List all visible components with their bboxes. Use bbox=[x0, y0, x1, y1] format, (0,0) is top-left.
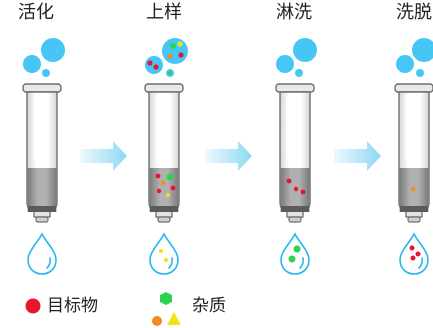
activation-cartridge bbox=[21, 82, 63, 224]
flow-arrow-2 bbox=[205, 141, 252, 171]
step-loading bbox=[143, 38, 188, 275]
legend-target-marker bbox=[25, 298, 41, 314]
step-elution bbox=[393, 38, 433, 275]
step-washing bbox=[274, 38, 317, 275]
elution-droplet bbox=[399, 233, 429, 275]
legend-target-label: 目标物 bbox=[47, 296, 98, 316]
washing-droplet bbox=[280, 233, 310, 275]
step-title-elution: 洗脱 bbox=[396, 2, 432, 23]
elution-cartridge bbox=[393, 82, 433, 224]
loading-cartridge bbox=[143, 82, 185, 224]
loading-droplet bbox=[149, 233, 179, 275]
legend bbox=[25, 292, 181, 326]
step-activation bbox=[21, 38, 65, 275]
step-title-activation: 活化 bbox=[18, 2, 54, 23]
flow-arrow-3 bbox=[334, 141, 381, 171]
washing-solvent-bubbles bbox=[276, 38, 317, 77]
step-title-washing: 淋洗 bbox=[276, 2, 312, 23]
legend-impurity-marker bbox=[152, 292, 181, 326]
elution-solvent-bubbles bbox=[396, 38, 433, 77]
activation-solvent-bubbles bbox=[23, 38, 65, 77]
loading-sample-bubbles bbox=[145, 38, 188, 77]
flow-arrow-1 bbox=[80, 141, 127, 171]
legend-impurity-label: 杂质 bbox=[192, 296, 226, 316]
step-title-loading: 上样 bbox=[146, 2, 182, 23]
washing-cartridge bbox=[274, 82, 316, 224]
activation-droplet bbox=[27, 233, 57, 275]
